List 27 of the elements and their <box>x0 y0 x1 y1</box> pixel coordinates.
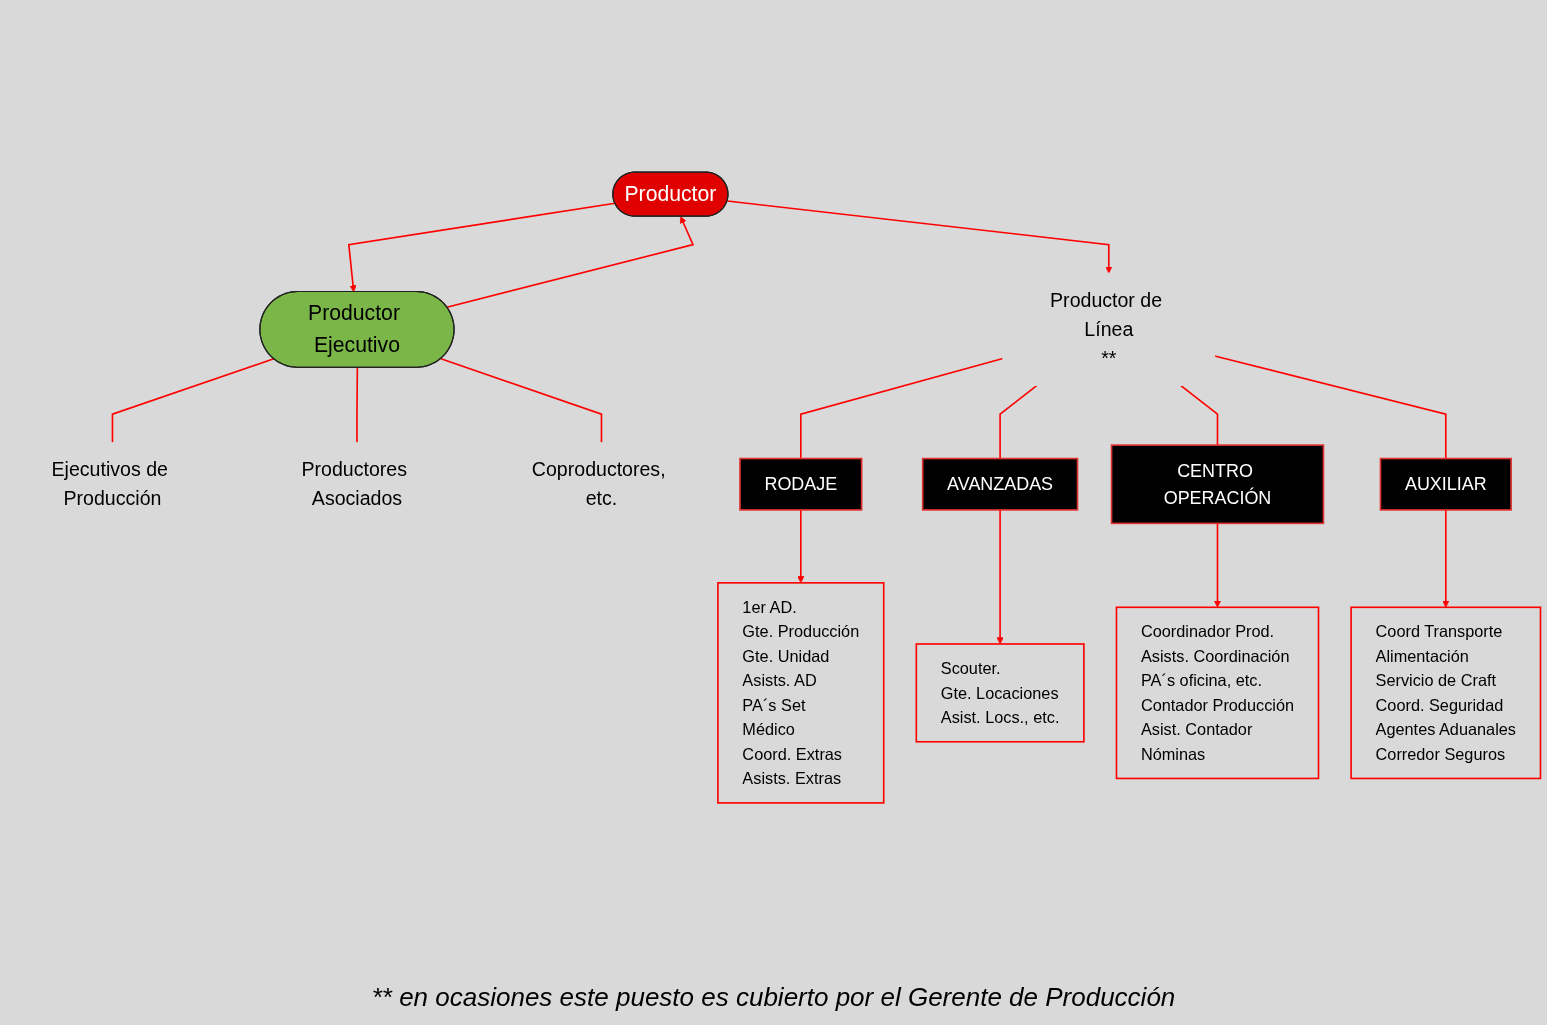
node-text: Coproductores, etc. <box>531 458 666 510</box>
connector <box>800 357 1004 460</box>
node-box: Coordinador Prod. Asists. Coordinación PA´s oficina, etc. Contador Producción Asist. Contador Nóminas <box>1115 606 1320 780</box>
arrow <box>1442 509 1450 608</box>
arrow <box>1213 522 1222 608</box>
arrow <box>446 216 695 308</box>
arrow <box>726 200 1113 274</box>
node-box: 1er AD. Gte. Producción Gte. Unidad Asists. AD PA´s Set Médico Coord. Extras Asists. Extras <box>717 582 885 804</box>
node-box: CENTRO OPERACIÓN <box>1110 444 1325 525</box>
node-box: Scouter. Gte. Locaciones Asist. Locs., etc. <box>915 643 1085 743</box>
arrow <box>347 202 616 293</box>
node-box: AUXILIAR <box>1379 457 1512 511</box>
connector <box>999 384 1038 460</box>
arrow <box>797 509 805 584</box>
connector <box>1180 384 1219 446</box>
caption: ** en ocasiones este puesto es cubierto por el Gerente de Producción <box>370 982 1177 1013</box>
node-text: Productores Asociados <box>301 458 407 510</box>
arrow <box>996 509 1004 645</box>
connector <box>1213 355 1447 460</box>
node-box: Coord Transporte Alimentación Servicio de Craft Coord. Seguridad Agentes Aduanales Corredor Seguros <box>1350 606 1542 780</box>
node-text: Productor de Línea ** <box>1050 288 1163 370</box>
node-text: Ejecutivos de Producción <box>51 458 168 510</box>
connector <box>111 357 275 444</box>
connector <box>356 366 359 444</box>
node-box: RODAJE <box>739 457 863 511</box>
node-box: AVANZADAS <box>921 457 1079 511</box>
connector <box>440 357 603 444</box>
